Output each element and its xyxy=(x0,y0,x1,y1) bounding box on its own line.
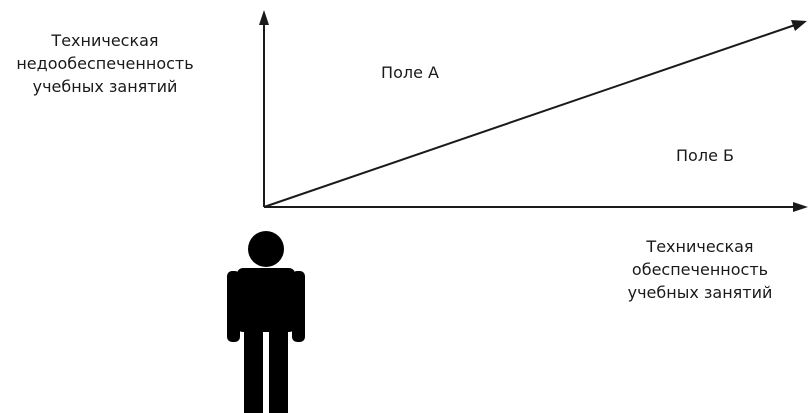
diagonal-boundary-line xyxy=(263,24,796,208)
person-icon xyxy=(227,231,305,413)
field-b-label: Поле Б xyxy=(676,146,734,165)
diagonal-arrowhead xyxy=(791,20,807,31)
x-axis-arrowhead xyxy=(793,202,808,212)
y-axis-label: Техническая недообеспеченность учебных з… xyxy=(16,31,194,96)
y-axis-arrowhead xyxy=(259,10,269,25)
x-axis-label: Техническая обеспеченность учебных занят… xyxy=(627,237,773,302)
field-a-label: Поле А xyxy=(381,63,439,82)
